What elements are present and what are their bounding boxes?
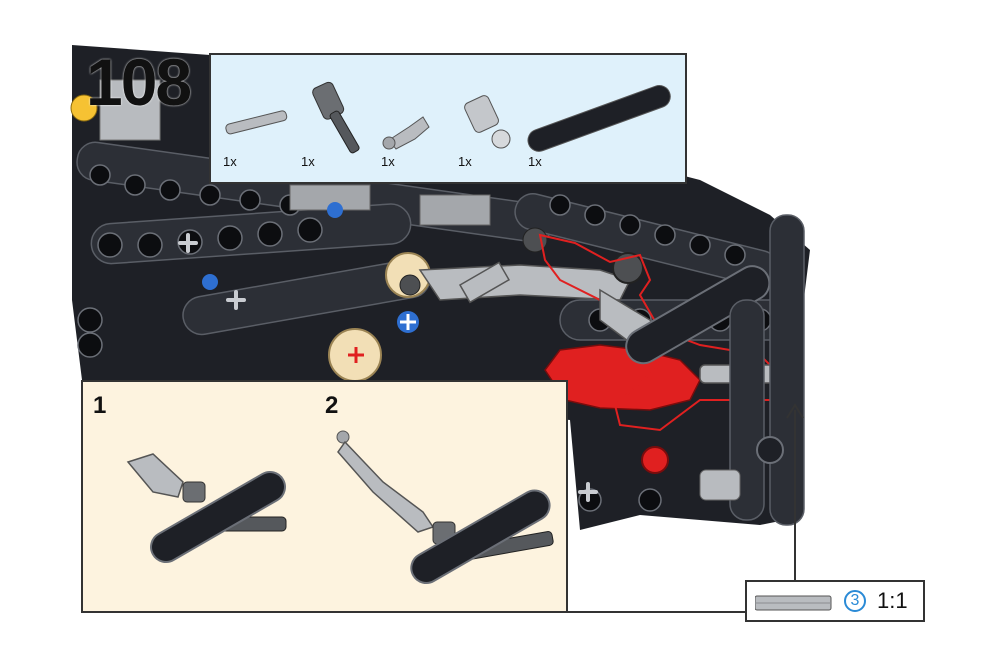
gray-axle-3-icon xyxy=(225,110,288,135)
substeps-panel: 1 2 xyxy=(81,380,568,613)
substeps-art xyxy=(126,430,554,584)
part-qty-4: 1x xyxy=(458,154,472,169)
axle-length-badge: 3 xyxy=(844,590,866,612)
axle-length-icon xyxy=(755,595,832,611)
part-qty-5: 1x xyxy=(528,154,542,169)
substep-1-assembly xyxy=(126,453,287,563)
substep-2-label: 2 xyxy=(325,392,339,419)
step-number: 108 xyxy=(86,45,192,119)
substep-2-assembly xyxy=(336,430,554,584)
dark-gray-axle-with-stop-icon xyxy=(312,81,360,154)
parts-list-art xyxy=(225,81,671,154)
light-gray-ball-joint-connector-icon xyxy=(382,116,430,150)
parts-list-callout: 1x 1x 1x 1x 1x xyxy=(209,53,687,184)
black-liftarm-7-icon xyxy=(527,85,671,152)
axle-scale-reference: 3 1:1 xyxy=(745,580,925,622)
part-qty-2: 1x xyxy=(301,154,315,169)
light-gray-axle-connector-with-ball-icon xyxy=(464,95,511,149)
scale-ratio-label: 1:1 xyxy=(877,588,908,613)
substep-1-label: 1 xyxy=(93,392,107,419)
part-qty-3: 1x xyxy=(381,154,395,169)
part-qty-1: 1x xyxy=(223,154,237,169)
